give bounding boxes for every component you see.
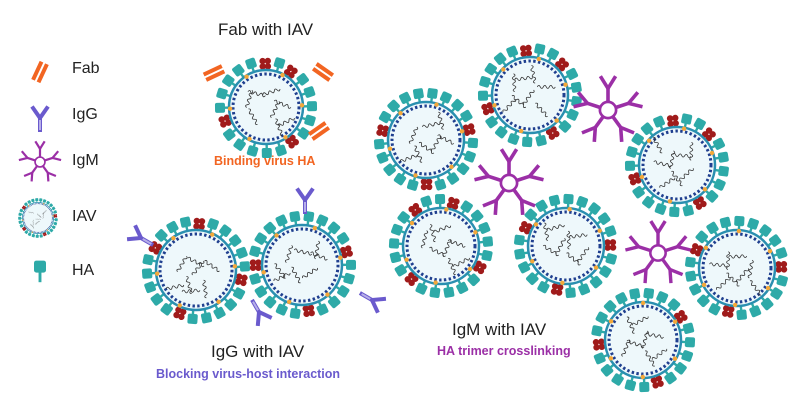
- igm-panel-title: IgM with IAV: [452, 320, 547, 339]
- igm-crosslink-3: [624, 220, 692, 284]
- igm-panel-caption: HA trimer crosslinking: [437, 344, 571, 358]
- igm-panel-virus-4: [388, 193, 494, 299]
- legend-label-igg: IgG: [72, 106, 98, 123]
- igm-panel-virus-7: [591, 287, 696, 393]
- igm-crosslink-2: [474, 148, 544, 215]
- igg-panel-title: IgG with IAV: [211, 342, 305, 361]
- virus-legend-icon: [18, 198, 58, 238]
- fab-panel-virus: [214, 56, 318, 159]
- legend: [18, 60, 62, 283]
- igm-panel-virus-5: [513, 193, 618, 299]
- legend-label-ha: HA: [72, 262, 95, 279]
- legend-label-iav: IAV: [72, 208, 97, 225]
- legend-label-fab: Fab: [72, 60, 100, 77]
- igg-panel-virus-1: [141, 216, 251, 325]
- igm-panel-virus-3: [624, 113, 730, 218]
- igm-panel-virus-6: [684, 215, 789, 321]
- fab-legend-icon: [31, 60, 49, 84]
- antibody-layer: [125, 62, 692, 328]
- hemagglutinin-legend-icon: [34, 260, 46, 283]
- igm-panel-virus-1: [373, 87, 479, 192]
- virus-legend-shape: [18, 198, 58, 238]
- fab-panel-caption: Binding virus HA: [214, 154, 316, 168]
- igm-legend-shape: [18, 140, 62, 182]
- igm-panel-virus-2: [477, 43, 583, 148]
- igg-panel-virus-2: [248, 210, 357, 320]
- fab-bound-1: [202, 64, 226, 82]
- igg-bound-2: [295, 187, 315, 214]
- fab-panel-title: Fab with IAV: [218, 20, 314, 39]
- igm-crosslink-1: [573, 75, 643, 142]
- igg-panel-caption: Blocking virus-host interaction: [156, 367, 341, 381]
- virus-layer: [141, 43, 789, 393]
- igm-legend-icon: [18, 140, 62, 182]
- igg-bound-3: [355, 284, 388, 315]
- legend-label-igm: IgM: [72, 152, 99, 169]
- igg-legend-icon: [30, 105, 50, 132]
- fab-bound-2: [311, 62, 335, 82]
